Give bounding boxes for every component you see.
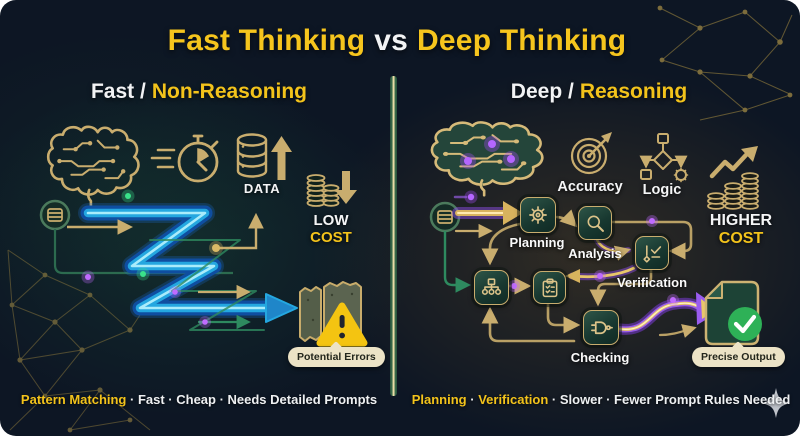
accuracy-target-icon (570, 132, 612, 175)
lightning-bolt (78, 203, 298, 331)
analysis-node (578, 206, 612, 240)
potential-errors-pill: Potential Errors (288, 341, 385, 367)
data-up-arrow (271, 136, 292, 180)
right-panel-header: Deep /Reasoning (510, 80, 688, 103)
higher-cost-icon (707, 146, 759, 210)
analysis-label: Analysis (568, 246, 622, 261)
low-cost-icon (306, 171, 357, 207)
logic-flowchart-icon (639, 133, 689, 183)
clipboard-checklist-icon (542, 278, 557, 297)
sparkle-icon (762, 388, 790, 418)
data-database-icon (236, 133, 292, 180)
network-pattern-top-right (657, 5, 793, 121)
verify-checklist-icon (642, 244, 661, 263)
glow-wave-verification-clipboard (565, 264, 638, 283)
panel-divider (390, 76, 397, 396)
verification-node (635, 236, 669, 270)
hierarchy-node (474, 270, 509, 305)
speed-stopwatch-icon (150, 134, 219, 183)
brain-purple-nodes (460, 136, 519, 169)
data-label: DATA (243, 181, 281, 196)
planning-node (520, 197, 556, 233)
checking-label: Checking (570, 350, 630, 365)
glow-dots-right (508, 215, 679, 306)
magnifier-icon (587, 215, 604, 232)
hierarchy-icon (481, 278, 502, 295)
glow-dots-left (81, 189, 211, 328)
growth-arrow (709, 146, 758, 179)
network-pattern-bottom-left (7, 249, 151, 433)
title-deep: Deep Thinking (417, 24, 627, 57)
title-vs: vs (374, 24, 409, 57)
clipboard-node (533, 271, 566, 304)
right-footer: Planning · Verification · Slower · Fewer… (411, 392, 791, 407)
planning-label: Planning (509, 235, 565, 250)
low-cost-label: LOW COST (310, 212, 352, 246)
fast-brain-icon (48, 127, 138, 207)
success-check-icon (728, 307, 762, 341)
precise-output-pill: Precise Output (692, 341, 785, 367)
verification-label: Verification (616, 275, 688, 290)
flow-connectors (481, 209, 697, 343)
logic-gate-icon (590, 321, 613, 335)
title-fast: Fast Thinking (167, 24, 366, 57)
left-footer: Pattern Matching · Fast · Cheap · Needs … (20, 392, 378, 407)
deep-brain-icon (432, 122, 542, 195)
input-server-icon (39, 199, 71, 231)
glow-input-arrow (452, 190, 523, 239)
checking-node (583, 310, 619, 345)
left-panel-header: Fast /Non-Reasoning (90, 80, 308, 103)
glow-wave-analysis-verification (594, 237, 632, 261)
accuracy-label: Accuracy (557, 179, 623, 195)
cost-down-arrow (335, 171, 357, 204)
gear-icon (529, 206, 547, 224)
higher-cost-label: HIGHER COST (709, 212, 773, 247)
warning-triangle-icon (316, 302, 368, 347)
logic-label: Logic (642, 182, 682, 198)
